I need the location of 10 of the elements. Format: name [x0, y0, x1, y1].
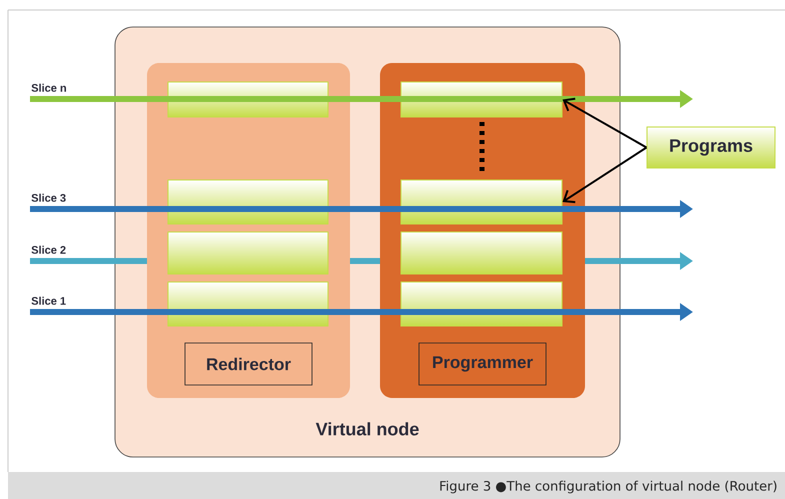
slot-box [168, 232, 328, 274]
slot-box [400, 232, 562, 274]
slice-label: Slice 1 [32, 296, 66, 305]
slice-label: Slice n [32, 84, 66, 92]
slice-label: Slice 3 [32, 194, 66, 202]
label-box: Programs [646, 126, 776, 168]
arrow [562, 146, 648, 204]
slice-label: Slice 2 [32, 246, 66, 254]
caption-band: Figure 3 ●The configuration of virtual node (Router) [8, 472, 785, 499]
arrow [562, 98, 647, 148]
